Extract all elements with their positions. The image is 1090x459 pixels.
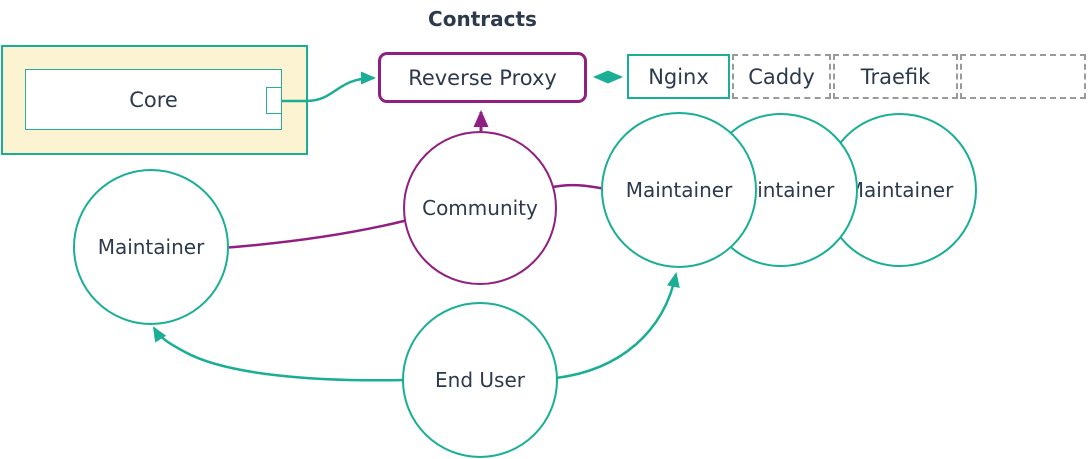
community-label: Community: [422, 196, 538, 220]
core-node: Core: [25, 69, 282, 130]
traefik-label: Traefik: [860, 64, 931, 89]
end-user-node: End User: [402, 302, 558, 458]
maintainer-right-1-node: Maintainer: [601, 112, 757, 268]
reverse-proxy-label: Reverse Proxy: [408, 65, 557, 90]
reverse-proxy-node: Reverse Proxy: [378, 52, 587, 103]
caddy-label: Caddy: [748, 64, 815, 89]
proxy-cell-traefik: Traefik: [833, 54, 958, 99]
edge-end-user-to-maintainer-right: [555, 272, 680, 380]
edge-community-to-maintainer-left: [221, 218, 409, 250]
maintainer-left-label: Maintainer: [97, 235, 205, 259]
maintainer-right-1-label: Maintainer: [625, 178, 733, 202]
proxy-cell-caddy: Caddy: [732, 54, 831, 99]
core-label: Core: [129, 87, 178, 112]
maintainer-left-node: Maintainer: [73, 169, 229, 325]
maintainer-right-3-label: Maintainer: [846, 178, 954, 202]
community-node: Community: [403, 131, 557, 285]
edge-end-user-to-maintainer-left: [152, 326, 406, 382]
core-group-box: Core: [1, 45, 308, 155]
nginx-label: Nginx: [648, 64, 709, 89]
proxy-cell-empty: [960, 54, 1086, 99]
end-user-label: End User: [435, 368, 525, 392]
proxy-cell-nginx: Nginx: [627, 54, 730, 99]
core-port: [266, 87, 282, 114]
diagram-title: Contracts: [428, 7, 537, 31]
